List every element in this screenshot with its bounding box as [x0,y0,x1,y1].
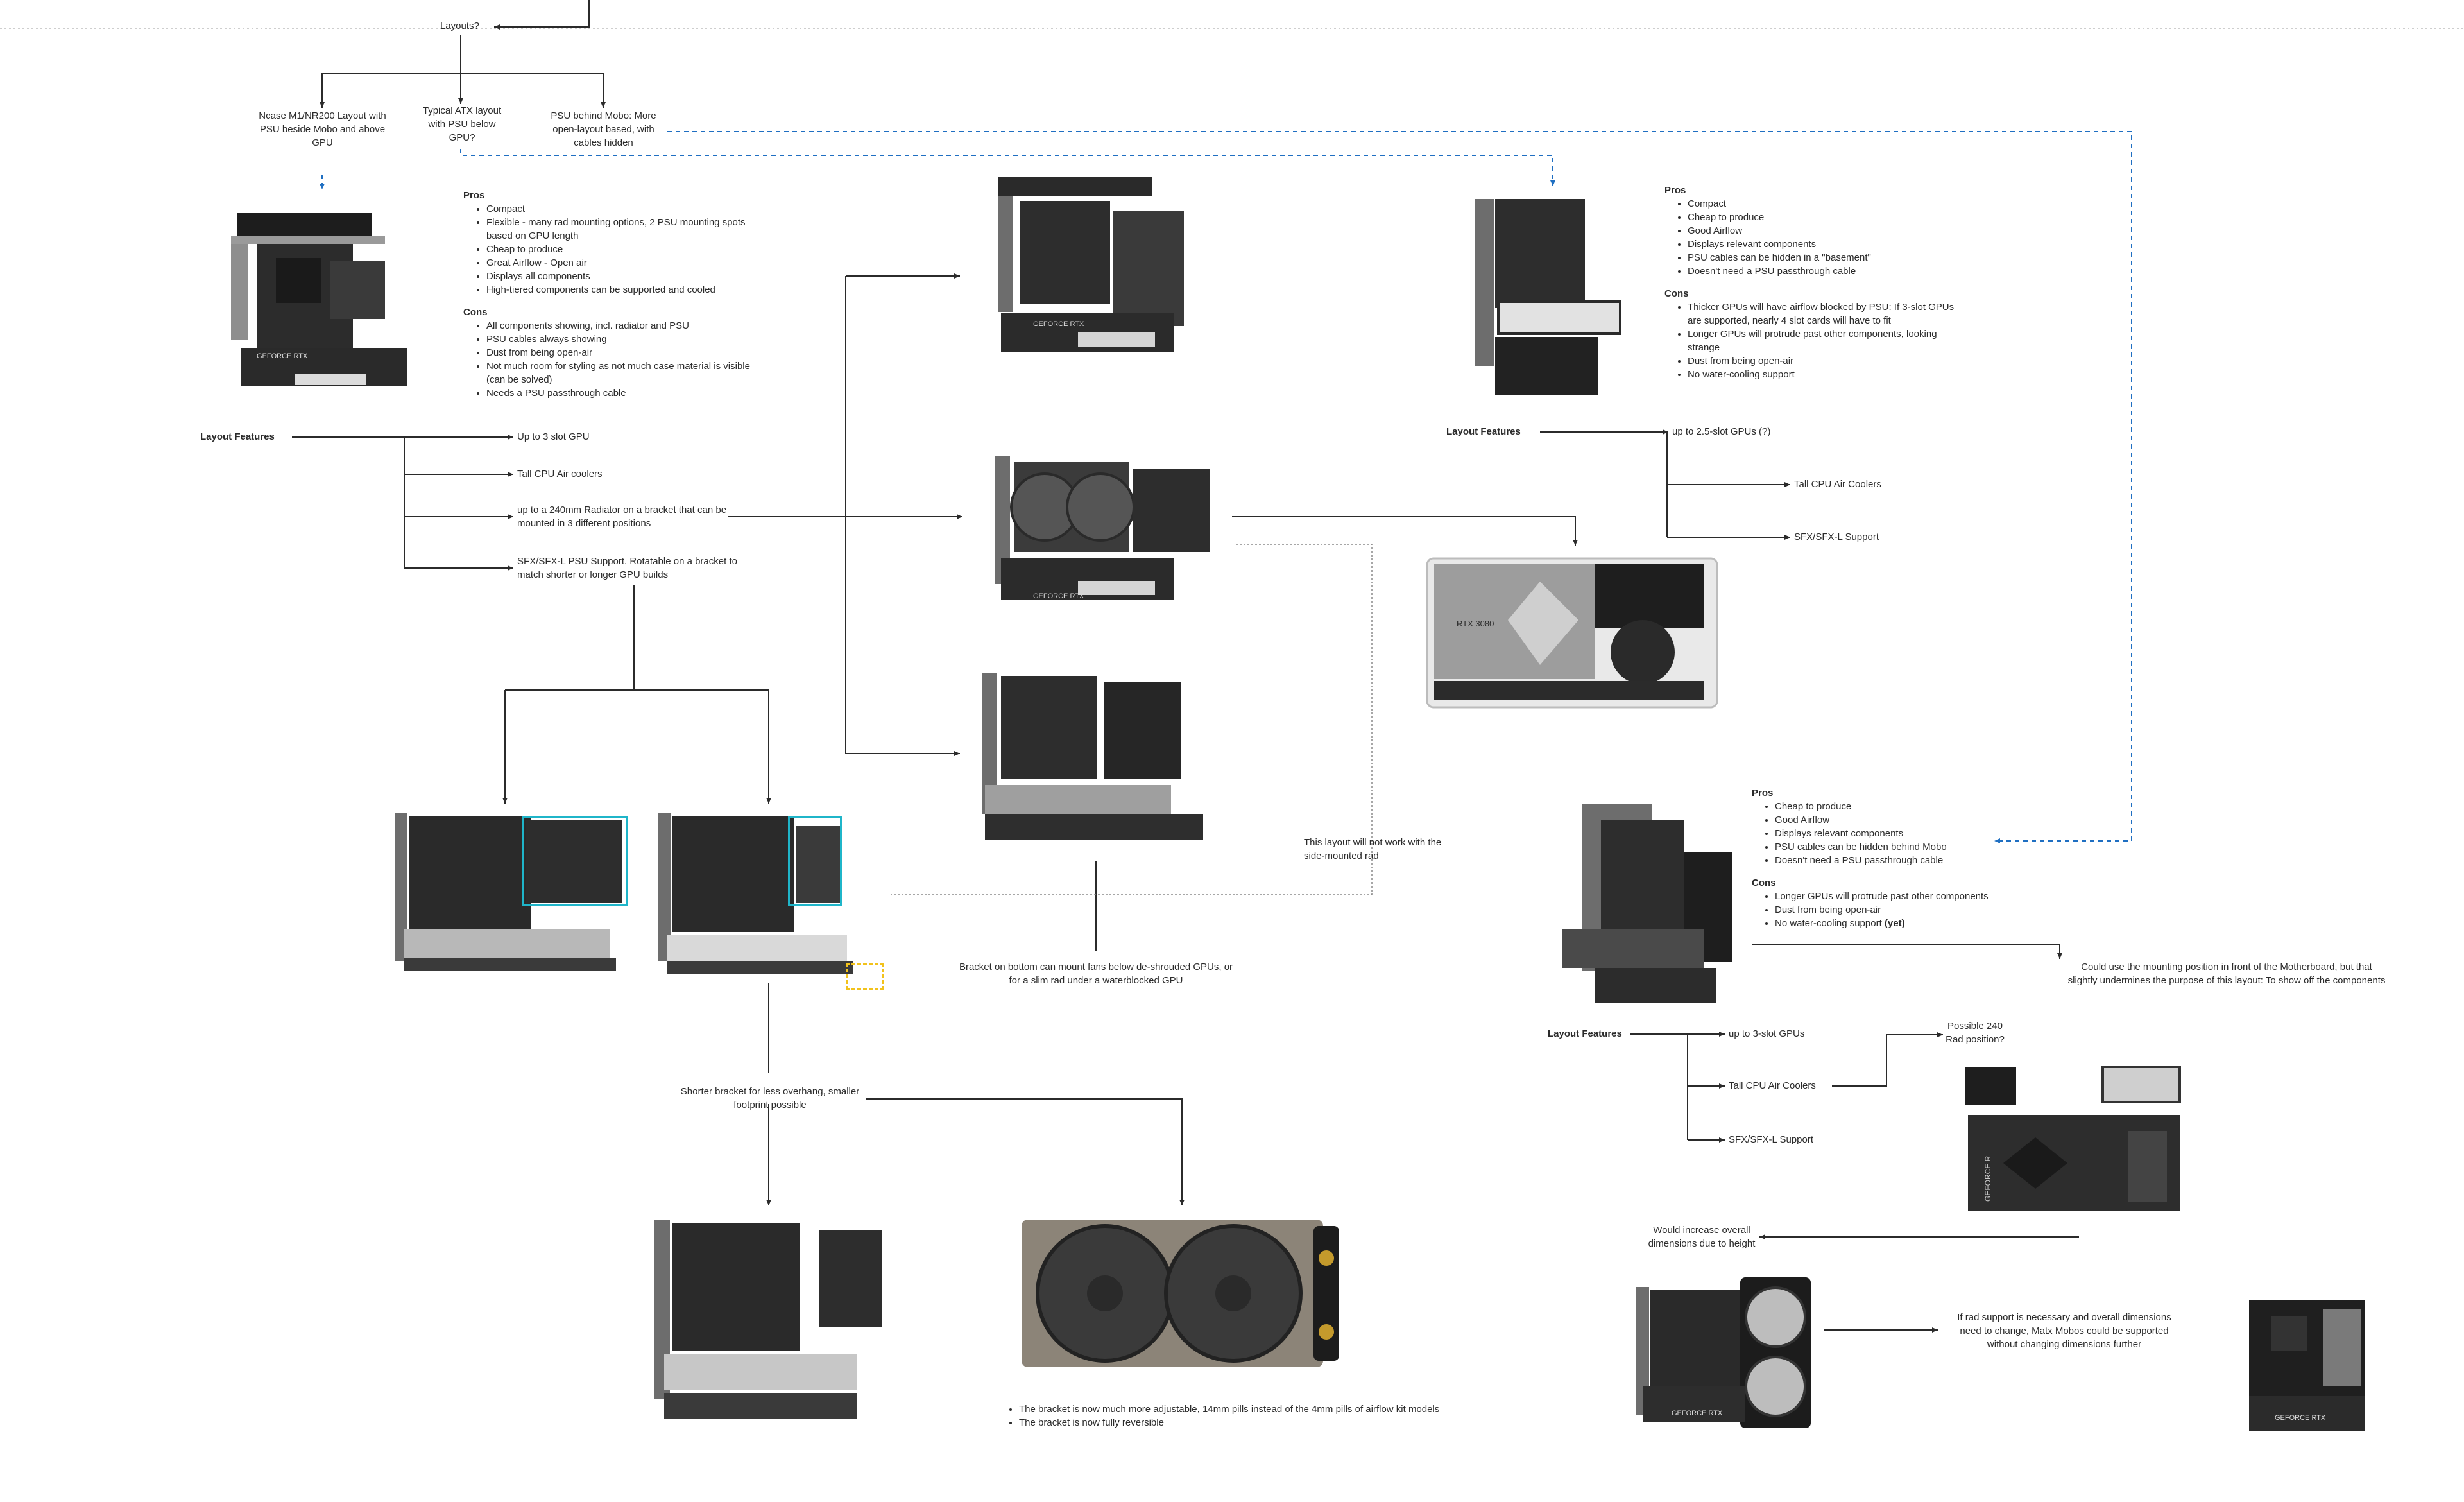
ncase-con-item: Dust from being open-air [486,346,765,359]
atx-features-title: Layout Features [1446,426,1521,437]
bracket-adjustable-note: The bracket is now much more adjustable,… [1019,1403,1573,1416]
ncase-feature-radiator: up to a 240mm Radiator on a bracket that… [517,505,727,529]
matx-case-render: GEFORCE RTX [2246,1297,2368,1438]
geforce-text: GEFORCE RTX [1033,592,1084,600]
ncase-con-item: Needs a PSU passthrough cable [486,386,765,400]
atx-pro-item: Cheap to produce [1688,211,1966,224]
atx-cons-title: Cons [1664,288,1689,299]
ncase-features-title: Layout Features [200,431,275,442]
case-with-side-rad-render: GEFORCE RTX [1636,1277,1813,1431]
atx-feature-psu: SFX/SFX-L Support [1794,531,1879,542]
ncase-pro-item: Great Airflow - Open air [486,256,765,270]
ncase-feature-gpu: Up to 3 slot GPU [517,431,590,442]
geforce-text: GEFORCE RTX [1033,320,1084,328]
ncase-pro-item: Compact [486,202,765,216]
behind-pro-item: Good Airflow [1775,813,1996,827]
psu-highlight-left [522,816,628,906]
ncase-cons-title: Cons [463,307,488,318]
compact-render-right [654,810,886,983]
ncase-pro-item: Cheap to produce [486,243,765,256]
geforce-text: GEFORCE RTX [2275,1414,2326,1422]
atx-con-item: No water-cooling support [1688,368,1966,381]
behind-con-item: No water-cooling support (yet) [1775,917,1996,930]
ncase-feature-psu: SFX/SFX-L PSU Support. Rotatable on a br… [517,556,737,580]
behind-con-yet: (yet) [1884,918,1905,929]
geforce-vertical-text: GEFORCE R [1983,1155,1992,1202]
vertical-gpu-render: GEFORCE R [1965,1060,2183,1221]
bracket-notes: The bracket is now much more adjustable,… [996,1403,1573,1429]
overhang-highlight [846,963,884,990]
note-mobo-front: Could use the mounting position in front… [2067,962,2386,986]
case-render-top: GEFORCE RTX [988,172,1206,371]
ncase-pro-item: High-tiered components can be supported … [486,283,765,297]
bracket-adj-4mm: 4mm [1312,1404,1333,1415]
behind-pro-item: Doesn't need a PSU passthrough cable [1775,854,1996,867]
atx-pro-item: Good Airflow [1688,224,1966,237]
behind-pro-item: Cheap to produce [1775,800,1996,813]
geforce-text: GEFORCE RTX [1672,1410,1723,1417]
layout-atx-label: Typical ATX layout with PSU below GPU? [422,105,502,143]
behind-con-item: Longer GPUs will protrude past other com… [1775,890,1996,903]
behind-pros-title: Pros [1752,788,1774,798]
short-bracket-render [651,1216,882,1428]
case-render-bottom-bracket [975,666,1219,852]
note-shorter-bracket: Shorter bracket for less overhang, small… [680,1086,860,1110]
behind-feature-gpu: up to 3-slot GPUs [1729,1028,1805,1039]
psu-behind-case-render [1556,801,1739,1013]
compact-render-left [391,810,629,983]
behind-con-watercooling: No water-cooling support [1775,918,1882,929]
ncase-case-render: GEFORCE RTX [212,207,430,406]
atx-con-item: Longer GPUs will protrude past other com… [1688,327,1966,354]
behind-pros-cons: Pros Cheap to produce Good Airflow Displ… [1752,786,1996,930]
note-matx: If rad support is necessary and overall … [1957,1312,2171,1350]
atx-feature-gpu: up to 2.5-slot GPUs (?) [1672,426,1771,437]
bracket-reversible-note: The bracket is now fully reversible [1019,1416,1573,1429]
ncase-pro-item: Displays all components [486,270,765,283]
layout-psu-behind-label: PSU behind Mobo: More open-layout based,… [551,110,656,148]
radiator-240-render [1022,1216,1342,1370]
behind-pro-item: PSU cables can be hidden behind Mobo [1775,840,1996,854]
ncase-pros-title: Pros [463,190,485,201]
behind-con-item: Dust from being open-air [1775,903,1996,917]
atx-con-item: Thicker GPUs will have airflow blocked b… [1688,300,1966,327]
behind-feature-psu: SFX/SFX-L Support [1729,1134,1813,1145]
rtx3080-text: RTX 3080 [1457,619,1494,628]
behind-pro-item: Displays relevant components [1775,827,1996,840]
note-side-rad: This layout will not work with the side-… [1304,837,1442,861]
behind-cons-title: Cons [1752,877,1776,888]
ncase-con-item: All components showing, incl. radiator a… [486,319,765,332]
ncase-con-item: Not much room for styling as not much ca… [486,359,765,386]
atx-pro-item: PSU cables can be hidden in a "basement" [1688,251,1966,264]
bracket-adj-text: pills of airflow kit models [1333,1404,1440,1415]
atx-con-item: Dust from being open-air [1688,354,1966,368]
geforce-text: GEFORCE RTX [257,352,308,360]
atx-pro-item: Compact [1688,197,1966,211]
atx-case-render [1469,193,1623,404]
layout-ncase-label: Ncase M1/NR200 Layout with PSU beside Mo… [259,110,386,148]
ncase-con-item: PSU cables always showing [486,332,765,346]
note-increase-height: Would increase overall dimensions due to… [1648,1225,1756,1249]
atx-pros-title: Pros [1664,185,1686,196]
behind-features-title: Layout Features [1548,1028,1622,1039]
ncase-pro-item: Flexible - many rad mounting options, 2 … [486,216,765,243]
note-bottom-bracket: Bracket on bottom can mount fans below d… [959,962,1233,986]
atx-pro-item: Doesn't need a PSU passthrough cable [1688,264,1966,278]
behind-feature-cooler: Tall CPU Air Coolers [1729,1080,1816,1091]
layouts-question: Layouts? [440,21,479,31]
ncase-pros-cons: Pros Compact Flexible - many rad mountin… [463,189,765,400]
atx-pro-item: Displays relevant components [1688,237,1966,251]
ncase-feature-cooler: Tall CPU Air coolers [517,469,603,479]
note-possible-240: Possible 240 Rad position? [1946,1021,2005,1045]
atx-feature-cooler: Tall CPU Air Coolers [1794,479,1881,490]
atx-pros-cons: Pros Compact Cheap to produce Good Airfl… [1664,184,1966,381]
bracket-adj-text: pills instead of the [1229,1404,1312,1415]
bracket-adj-14mm: 14mm [1202,1404,1229,1415]
case-render-side-fans: GEFORCE RTX [988,449,1219,616]
bracket-adj-text: The bracket is now much more adjustable, [1019,1404,1202,1415]
rtx3080-case-render: RTX 3080 [1425,556,1720,710]
psu-highlight-right [788,816,842,906]
